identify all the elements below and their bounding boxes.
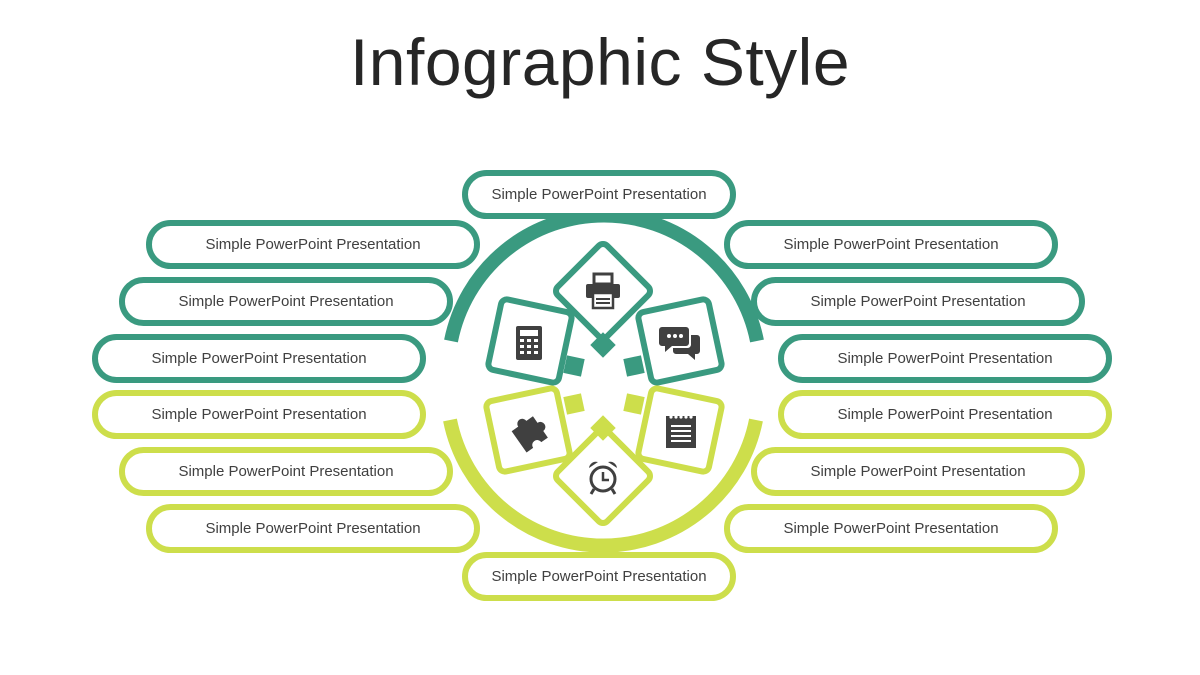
label-text: Simple PowerPoint Presentation: [810, 463, 1026, 480]
calculator-icon: [516, 326, 542, 360]
label-pill-left-1: Simple PowerPoint Presentation: [146, 220, 480, 269]
alarm-clock-icon: [589, 461, 617, 495]
label-text: Simple PowerPoint Presentation: [837, 350, 1053, 367]
label-text: Simple PowerPoint Presentation: [178, 293, 394, 310]
label-text: Simple PowerPoint Presentation: [837, 406, 1053, 423]
label-text: Simple PowerPoint Presentation: [205, 520, 421, 537]
label-pill-right-5: Simple PowerPoint Presentation: [751, 447, 1085, 496]
label-pill-right-2: Simple PowerPoint Presentation: [751, 277, 1085, 326]
label-pill-left-2: Simple PowerPoint Presentation: [119, 277, 453, 326]
label-pill-right-3: Simple PowerPoint Presentation: [778, 334, 1112, 383]
label-pill-left-4: Simple PowerPoint Presentation: [92, 390, 426, 439]
label-text: Simple PowerPoint Presentation: [783, 520, 999, 537]
label-pill-right-1: Simple PowerPoint Presentation: [724, 220, 1058, 269]
lower-arc: [443, 418, 763, 553]
label-pill-bottom: Simple PowerPoint Presentation: [462, 552, 736, 601]
label-pill-left-5: Simple PowerPoint Presentation: [119, 447, 453, 496]
slide-title: Infographic Style: [349, 25, 851, 99]
label-text: Simple PowerPoint Presentation: [178, 463, 394, 480]
puzzle-piece-icon: [511, 416, 548, 453]
label-text: Simple PowerPoint Presentation: [151, 350, 367, 367]
label-pill-right-4: Simple PowerPoint Presentation: [778, 390, 1112, 439]
label-text: Simple PowerPoint Presentation: [491, 568, 707, 585]
label-text: Simple PowerPoint Presentation: [810, 293, 1026, 310]
label-pill-right-6: Simple PowerPoint Presentation: [724, 504, 1058, 553]
chat-bubbles-icon: [659, 327, 700, 360]
notepad-icon: [666, 415, 696, 448]
label-pill-left-3: Simple PowerPoint Presentation: [92, 334, 426, 383]
label-pill-left-6: Simple PowerPoint Presentation: [146, 504, 480, 553]
label-text: Simple PowerPoint Presentation: [783, 236, 999, 253]
tile-alarm: [552, 415, 654, 527]
label-text: Simple PowerPoint Presentation: [491, 186, 707, 203]
label-pill-top: Simple PowerPoint Presentation: [462, 170, 736, 219]
printer-icon: [586, 272, 620, 310]
label-text: Simple PowerPoint Presentation: [151, 406, 367, 423]
label-text: Simple PowerPoint Presentation: [205, 236, 421, 253]
